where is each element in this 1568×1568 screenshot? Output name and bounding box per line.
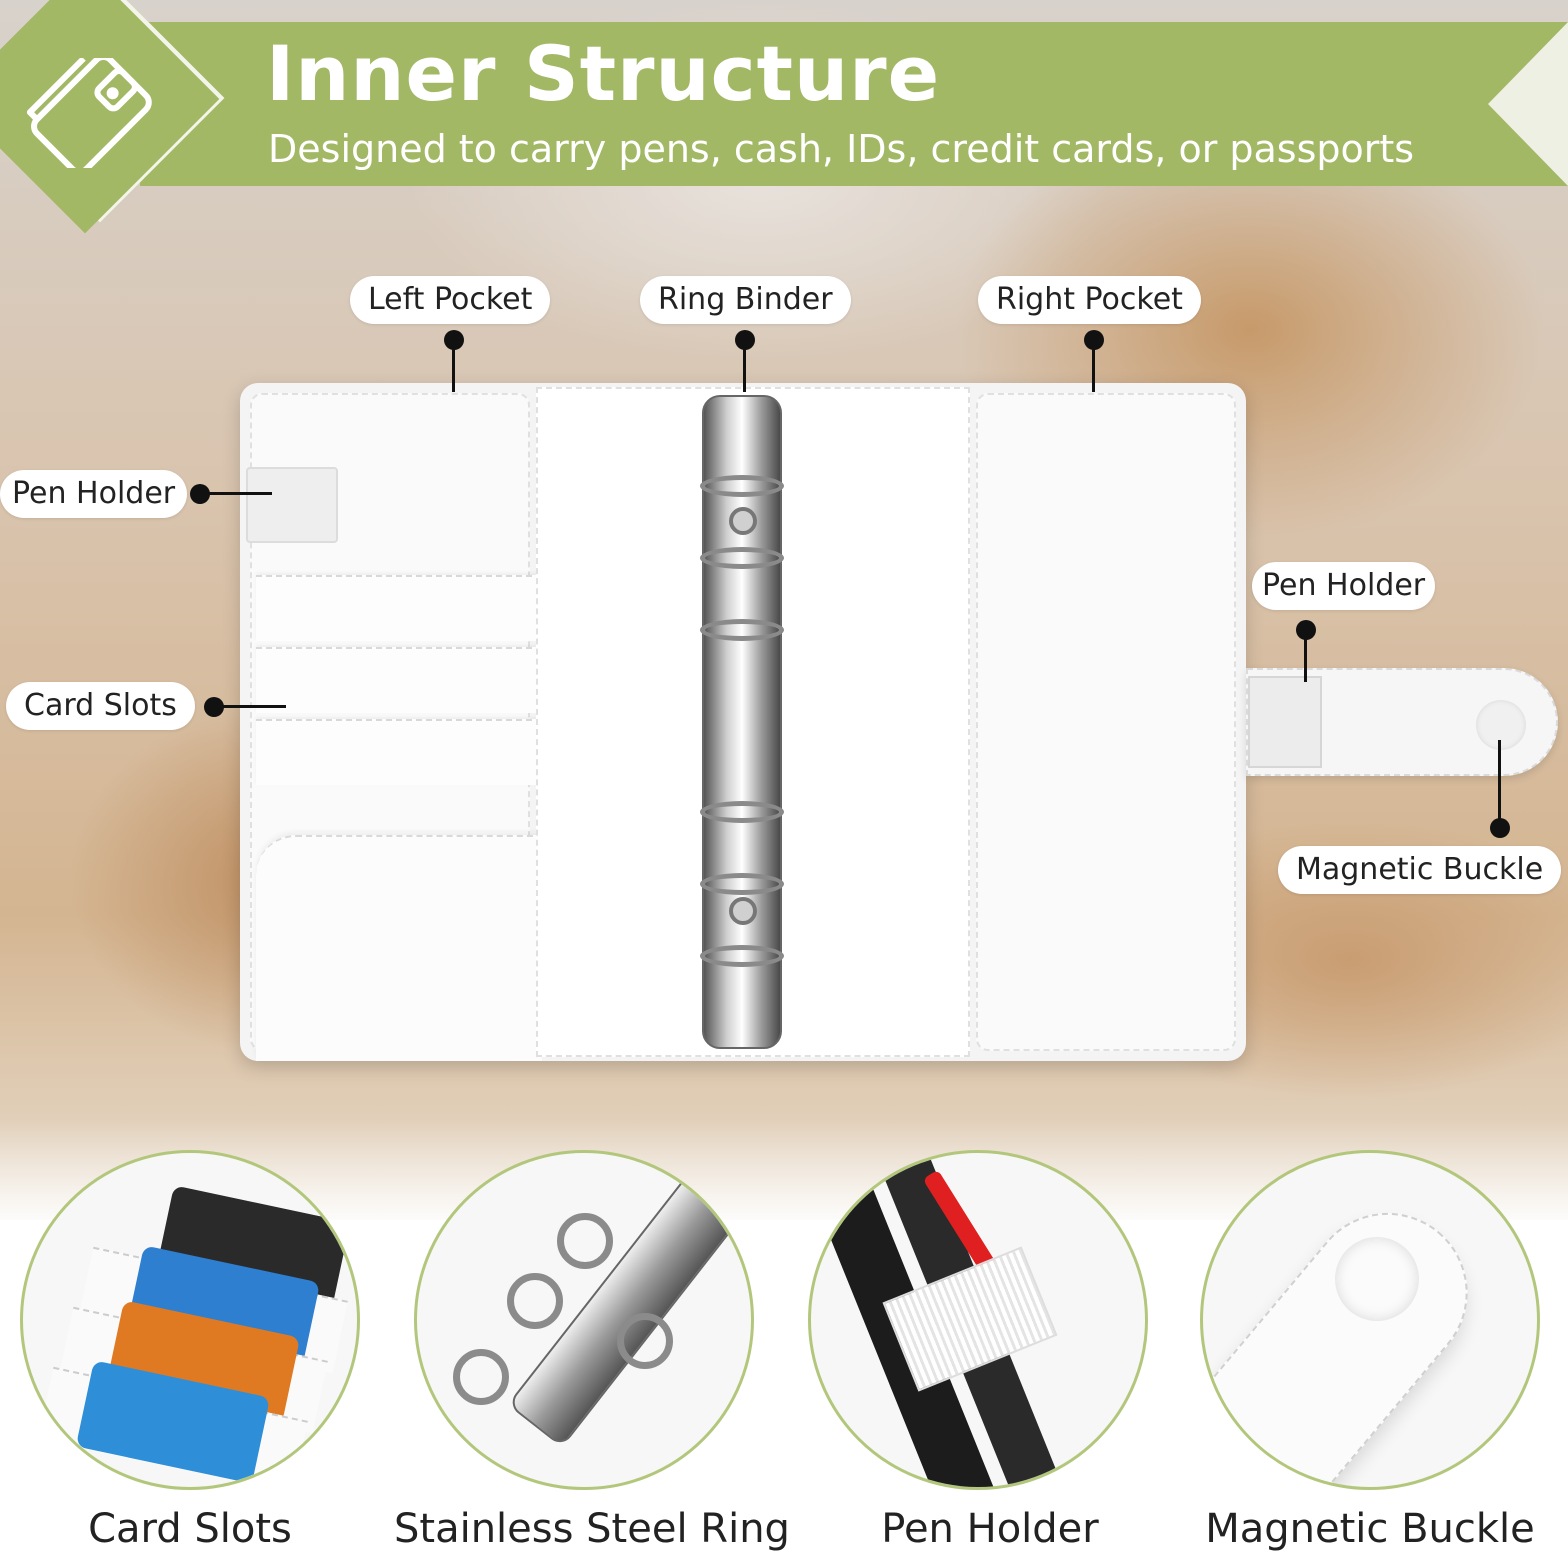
- left-pocket-panel: [246, 393, 542, 1061]
- callout-pen-holder-right: Pen Holder: [1252, 562, 1436, 610]
- magnetic-strap: [1246, 668, 1558, 776]
- callout-line: [743, 340, 746, 392]
- right-pocket-panel: [976, 393, 1236, 1051]
- magnet-dot: [1476, 700, 1526, 750]
- cash-pocket: [256, 835, 542, 1061]
- elastic-band: [882, 1246, 1058, 1392]
- wallet-icon: [26, 58, 152, 168]
- binder-ring: [700, 873, 784, 895]
- callout-card-slots: Card Slots: [6, 682, 195, 730]
- feature-magnetic-buckle-image: [1200, 1150, 1540, 1490]
- feature-caption: Stainless Steel Ring: [394, 1506, 790, 1552]
- rivet: [729, 897, 757, 925]
- page-title: Inner Structure: [266, 29, 941, 118]
- feature-caption: Magnetic Buckle: [1205, 1506, 1535, 1552]
- page-subtitle: Designed to carry pens, cash, IDs, credi…: [268, 127, 1415, 171]
- callout-dot: [1490, 818, 1510, 838]
- header-banner: [140, 22, 1568, 186]
- rivet: [729, 507, 757, 535]
- card-slot: [256, 575, 542, 641]
- binder-ring: [557, 1213, 613, 1269]
- feature-caption: Card Slots: [88, 1506, 292, 1552]
- callout-ring-binder: Ring Binder: [640, 276, 851, 324]
- callout-magnetic-buckle: Magnetic Buckle: [1278, 846, 1562, 894]
- banner-notch: [1488, 22, 1568, 186]
- card-slot: [256, 647, 542, 713]
- pen-holder-loop-right: [1248, 676, 1322, 768]
- buckle-tab: [1203, 1180, 1501, 1487]
- callout-line: [1092, 340, 1095, 392]
- callout-pen-holder-left: Pen Holder: [0, 470, 188, 518]
- binder-ring: [700, 619, 784, 641]
- callout-line: [1498, 740, 1501, 824]
- binder-ring: [700, 547, 784, 569]
- callout-right-pocket: Right Pocket: [978, 276, 1201, 324]
- feature-steel-ring-image: [414, 1150, 754, 1490]
- ring-mechanism: [702, 395, 782, 1049]
- binder-ring: [617, 1313, 673, 1369]
- feature-caption: Pen Holder: [881, 1506, 1099, 1552]
- pen-holder-loop-left: [246, 467, 338, 543]
- binder-ring: [700, 801, 784, 823]
- callout-left-pocket: Left Pocket: [350, 276, 551, 324]
- callout-line: [452, 340, 455, 392]
- card-slot: [256, 719, 542, 785]
- binder-ring: [700, 475, 784, 497]
- magnet-dot: [1335, 1237, 1419, 1321]
- callout-line: [214, 705, 286, 708]
- feature-pen-holder-image: [808, 1150, 1148, 1490]
- binder-ring: [453, 1349, 509, 1405]
- callout-line: [200, 492, 272, 495]
- binder-ring: [700, 945, 784, 967]
- feature-card-slots-image: [20, 1150, 360, 1490]
- callout-line: [1304, 630, 1307, 682]
- binder-ring: [507, 1273, 563, 1329]
- binder-open: [240, 383, 1246, 1061]
